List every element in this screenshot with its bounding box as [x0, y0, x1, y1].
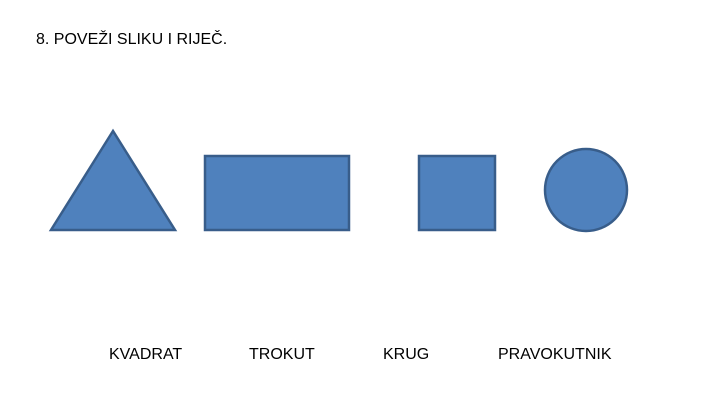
- circle-shape: [543, 147, 629, 233]
- square-shape: [417, 154, 497, 232]
- word-kvadrat: KVADRAT: [109, 346, 183, 363]
- word-trokut: TROKUT: [249, 346, 315, 363]
- task-title: 8. POVEŽI SLIKU I RIJEČ.: [36, 31, 228, 48]
- word-krug: KRUG: [383, 346, 430, 363]
- word-pravokutnik: PRAVOKUTNIK: [498, 346, 612, 363]
- rectangle-shape: [203, 154, 351, 232]
- triangle-shape: [48, 128, 178, 232]
